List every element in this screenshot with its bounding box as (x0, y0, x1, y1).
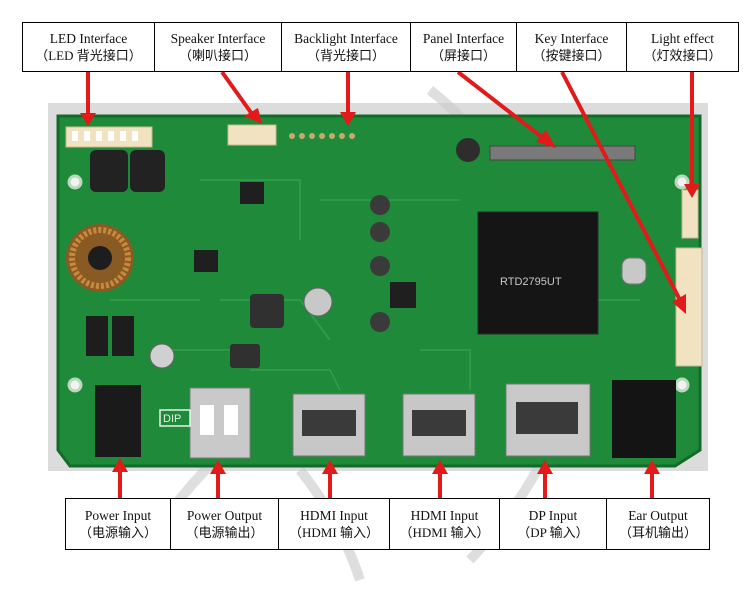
label-panel-interface: Panel Interface （屏接口） (410, 22, 517, 72)
label-cn: （屏接口） (430, 48, 496, 63)
label-speaker-interface: Speaker Interface （喇叭接口） (154, 22, 282, 72)
arrows (80, 70, 700, 498)
label-hdmi-input-2: HDMI Input （HDMI 输入） (389, 498, 500, 550)
label-en: HDMI Input (300, 508, 368, 523)
label-cn: （背光接口） (306, 48, 385, 63)
label-cn: （按键接口） (532, 48, 611, 63)
backlight-header (289, 133, 355, 139)
label-ear-output: Ear Output （耳机输出） (606, 498, 710, 550)
capacitor (90, 150, 128, 192)
label-cn: （喇叭接口） (178, 48, 257, 63)
label-cn: （灯效接口） (643, 48, 722, 63)
arrow-key (560, 71, 682, 301)
label-key-interface: Key Interface （按键接口） (516, 22, 627, 72)
mounting-holes (67, 174, 690, 393)
light-effect-connector (681, 189, 699, 239)
label-en: Speaker Interface (170, 31, 266, 46)
label-cn: （电源输出） (185, 525, 264, 540)
capacitor (456, 138, 480, 162)
svg-text:DIP: DIP (163, 413, 181, 425)
label-backlight-interface: Backlight Interface （背光接口） (281, 22, 411, 72)
crystal (621, 257, 647, 285)
label-power-output: Power Output （电源输出） (170, 498, 279, 550)
label-cn: （电源输入） (78, 525, 157, 540)
pcb-board (58, 116, 700, 466)
chip-marking: RTD2795UT (500, 276, 562, 288)
dc-jack (95, 385, 141, 457)
label-hdmi-input-1: HDMI Input （HDMI 输入） (278, 498, 390, 550)
arrow-panel (456, 70, 545, 140)
label-en: Power Input (84, 508, 152, 523)
label-power-input: Power Input （电源输入） (65, 498, 171, 550)
capacitors (370, 195, 390, 332)
inductor (250, 294, 284, 328)
label-en: Light effect (650, 31, 715, 46)
label-en: Backlight Interface (294, 31, 398, 46)
label-cn: （HDMI 输入） (399, 525, 490, 540)
ic (240, 182, 264, 204)
label-en: Panel Interface (422, 31, 505, 46)
label-dp-input: DP Input （DP 输入） (499, 498, 607, 550)
dip-marking (159, 409, 191, 427)
arrow-speaker (220, 70, 254, 116)
top-labels: LED Interface （LED 背光接口） Speaker Interfa… (22, 22, 739, 72)
main-chip (477, 211, 599, 335)
label-en: Key Interface (534, 31, 609, 46)
label-en: Ear Output (628, 508, 688, 523)
usb-port (189, 387, 251, 459)
label-cn: （耳机输出） (618, 525, 697, 540)
label-en: HDMI Input (410, 508, 479, 523)
label-led-interface: LED Interface （LED 背光接口） (22, 22, 155, 72)
bottom-labels: Power Input （电源输入） Power Output （电源输出） H… (65, 498, 710, 550)
label-en: DP Input (528, 508, 578, 523)
label-cn: （DP 输入） (517, 525, 589, 540)
ear-jack (612, 380, 676, 458)
label-cn: （LED 背光接口） (35, 48, 142, 63)
panel-connector (489, 145, 636, 161)
label-cn: （HDMI 输入） (289, 525, 379, 540)
label-en: LED Interface (49, 31, 128, 46)
speaker-connector (227, 124, 277, 146)
regulator (86, 316, 108, 356)
label-light-effect: Light effect （灯效接口） (626, 22, 739, 72)
label-en: Power Output (186, 508, 263, 523)
